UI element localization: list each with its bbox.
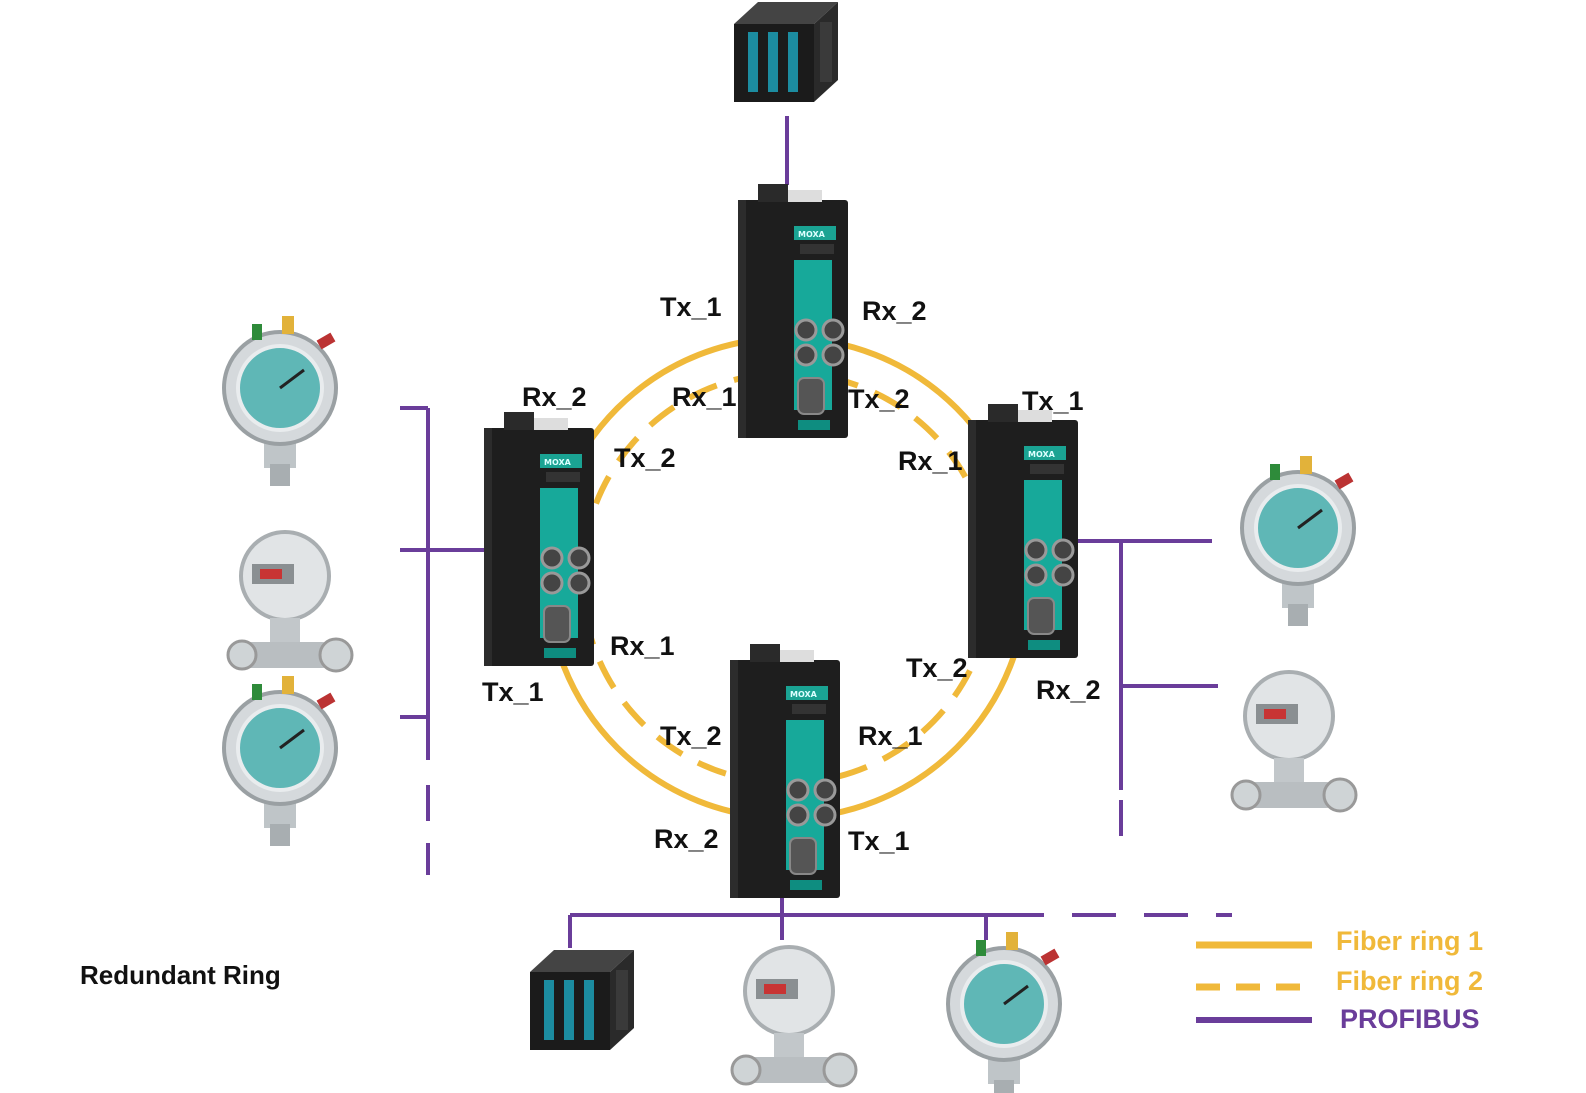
legend: Fiber ring 1 Fiber ring 2 PROFIBUS — [1196, 926, 1483, 1034]
flow-transmitter-icon — [226, 530, 354, 673]
flow-transmitter-icon — [730, 945, 858, 1088]
svg-text:MOXA: MOXA — [790, 690, 818, 699]
converter-module-left: MOXA — [482, 410, 596, 668]
label-top-tx1: Tx_1 — [660, 292, 722, 322]
label-left-rx2: Rx_2 — [522, 382, 587, 412]
label-left-tx1: Tx_1 — [482, 677, 544, 707]
label-right-tx2: Tx_2 — [906, 653, 968, 683]
converter-module-bottom: MOXA — [728, 642, 842, 900]
label-bottom-rx2: Rx_2 — [654, 824, 719, 854]
label-bottom-rx1: Rx_1 — [858, 721, 923, 751]
diagram-title: Redundant Ring — [80, 960, 281, 990]
legend-label-fiber-ring-1: Fiber ring 1 — [1336, 926, 1483, 956]
label-top-rx2: Rx_2 — [862, 296, 927, 326]
label-bottom-tx1: Tx_1 — [848, 826, 910, 856]
flow-transmitter-icon — [1230, 670, 1358, 813]
pressure-gauge-icon — [1240, 454, 1356, 628]
label-bottom-tx2: Tx_2 — [660, 721, 722, 751]
svg-text:MOXA: MOXA — [544, 458, 572, 467]
svg-text:MOXA: MOXA — [1028, 450, 1056, 459]
label-top-tx2: Tx_2 — [848, 384, 910, 414]
plc-icon — [530, 950, 634, 1050]
label-top-rx1: Rx_1 — [672, 382, 737, 412]
pressure-gauge-icon — [222, 314, 338, 488]
profibus-lines — [400, 116, 1232, 948]
converter-module-top: MOXA — [736, 182, 850, 440]
port-labels: Tx_1 Rx_2 Rx_1 Tx_2 Rx_2 Tx_2 Rx_1 Tx_1 … — [482, 292, 1101, 856]
label-right-rx2: Rx_2 — [1036, 675, 1101, 705]
converter-module-right: MOXA — [966, 402, 1080, 660]
label-right-tx1: Tx_1 — [1022, 386, 1084, 416]
pressure-gauge-icon — [222, 674, 338, 848]
plc-icon — [734, 2, 838, 102]
label-left-tx2: Tx_2 — [614, 443, 676, 473]
legend-label-profibus: PROFIBUS — [1340, 1004, 1480, 1034]
label-left-rx1: Rx_1 — [610, 631, 675, 661]
legend-label-fiber-ring-2: Fiber ring 2 — [1336, 966, 1483, 996]
label-right-rx1: Rx_1 — [898, 446, 963, 476]
svg-text:MOXA: MOXA — [798, 230, 826, 239]
pressure-gauge-icon — [946, 930, 1062, 1093]
